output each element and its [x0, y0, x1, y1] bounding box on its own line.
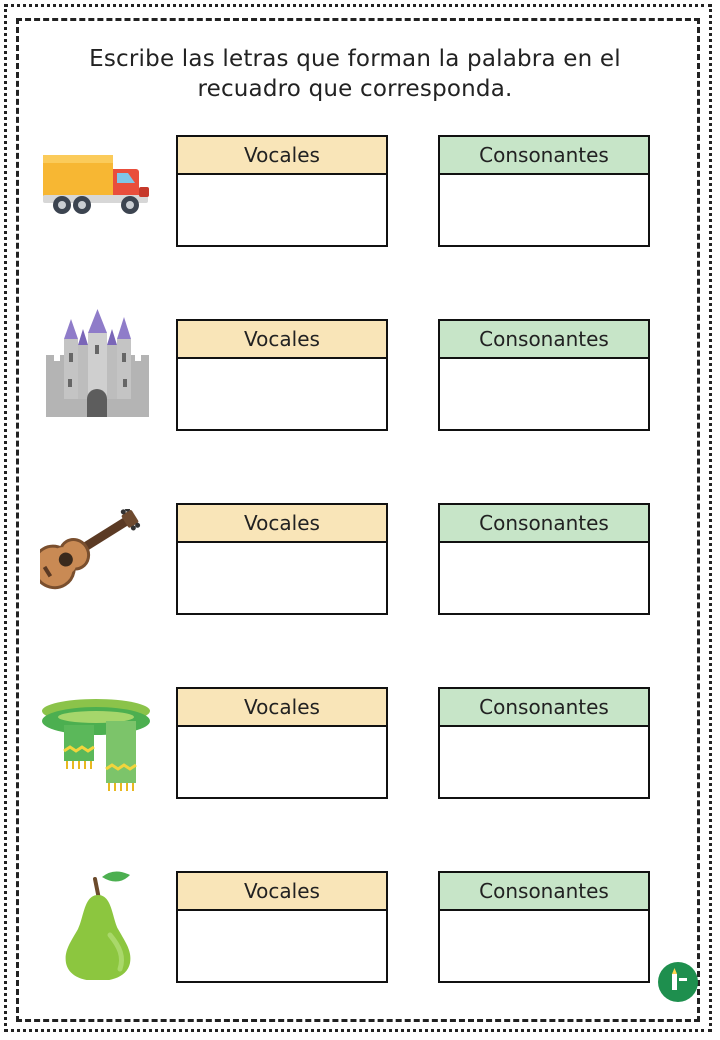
pear-icon — [40, 865, 155, 980]
vowels-header: Vocales — [178, 505, 386, 543]
vowels-header: Vocales — [178, 137, 386, 175]
consonants-header: Consonantes — [440, 321, 648, 359]
consonants-box[interactable]: Consonantes — [438, 503, 650, 615]
consonants-header: Consonantes — [440, 505, 648, 543]
dashed-border — [16, 18, 700, 1022]
exercise-row-pear: Vocales Consonantes — [0, 871, 720, 983]
vowels-header: Vocales — [178, 873, 386, 911]
vowels-header: Vocales — [178, 689, 386, 727]
consonants-header: Consonantes — [440, 873, 648, 911]
consonants-box[interactable]: Consonantes — [438, 687, 650, 799]
dotted-border — [4, 4, 712, 1032]
vowels-header: Vocales — [178, 321, 386, 359]
instruction-text: Escribe las letras que forman la palabra… — [89, 46, 621, 102]
consonants-box[interactable]: Consonantes — [438, 319, 650, 431]
consonants-header: Consonantes — [440, 689, 648, 727]
exercise-row-guitar: Vocales Consonantes — [0, 503, 720, 615]
vowels-box[interactable]: Vocales — [176, 871, 388, 983]
consonants-box[interactable]: Consonantes — [438, 871, 650, 983]
vowels-box[interactable]: Vocales — [176, 319, 388, 431]
consonants-header: Consonantes — [440, 137, 648, 175]
scarf-icon — [40, 691, 155, 806]
exercise-row-castle: Vocales Consonantes — [0, 309, 720, 431]
vowels-box[interactable]: Vocales — [176, 687, 388, 799]
consonants-box[interactable]: Consonantes — [438, 135, 650, 247]
vowels-box[interactable]: Vocales — [176, 135, 388, 247]
guitar-icon — [40, 509, 155, 624]
castle-icon — [40, 305, 155, 420]
brand-logo-icon — [658, 962, 698, 1002]
truck-icon — [40, 129, 155, 244]
exercise-row-truck: Vocales Consonantes — [0, 135, 720, 247]
exercise-row-scarf: Vocales Consonantes — [0, 687, 720, 799]
vowels-box[interactable]: Vocales — [176, 503, 388, 615]
